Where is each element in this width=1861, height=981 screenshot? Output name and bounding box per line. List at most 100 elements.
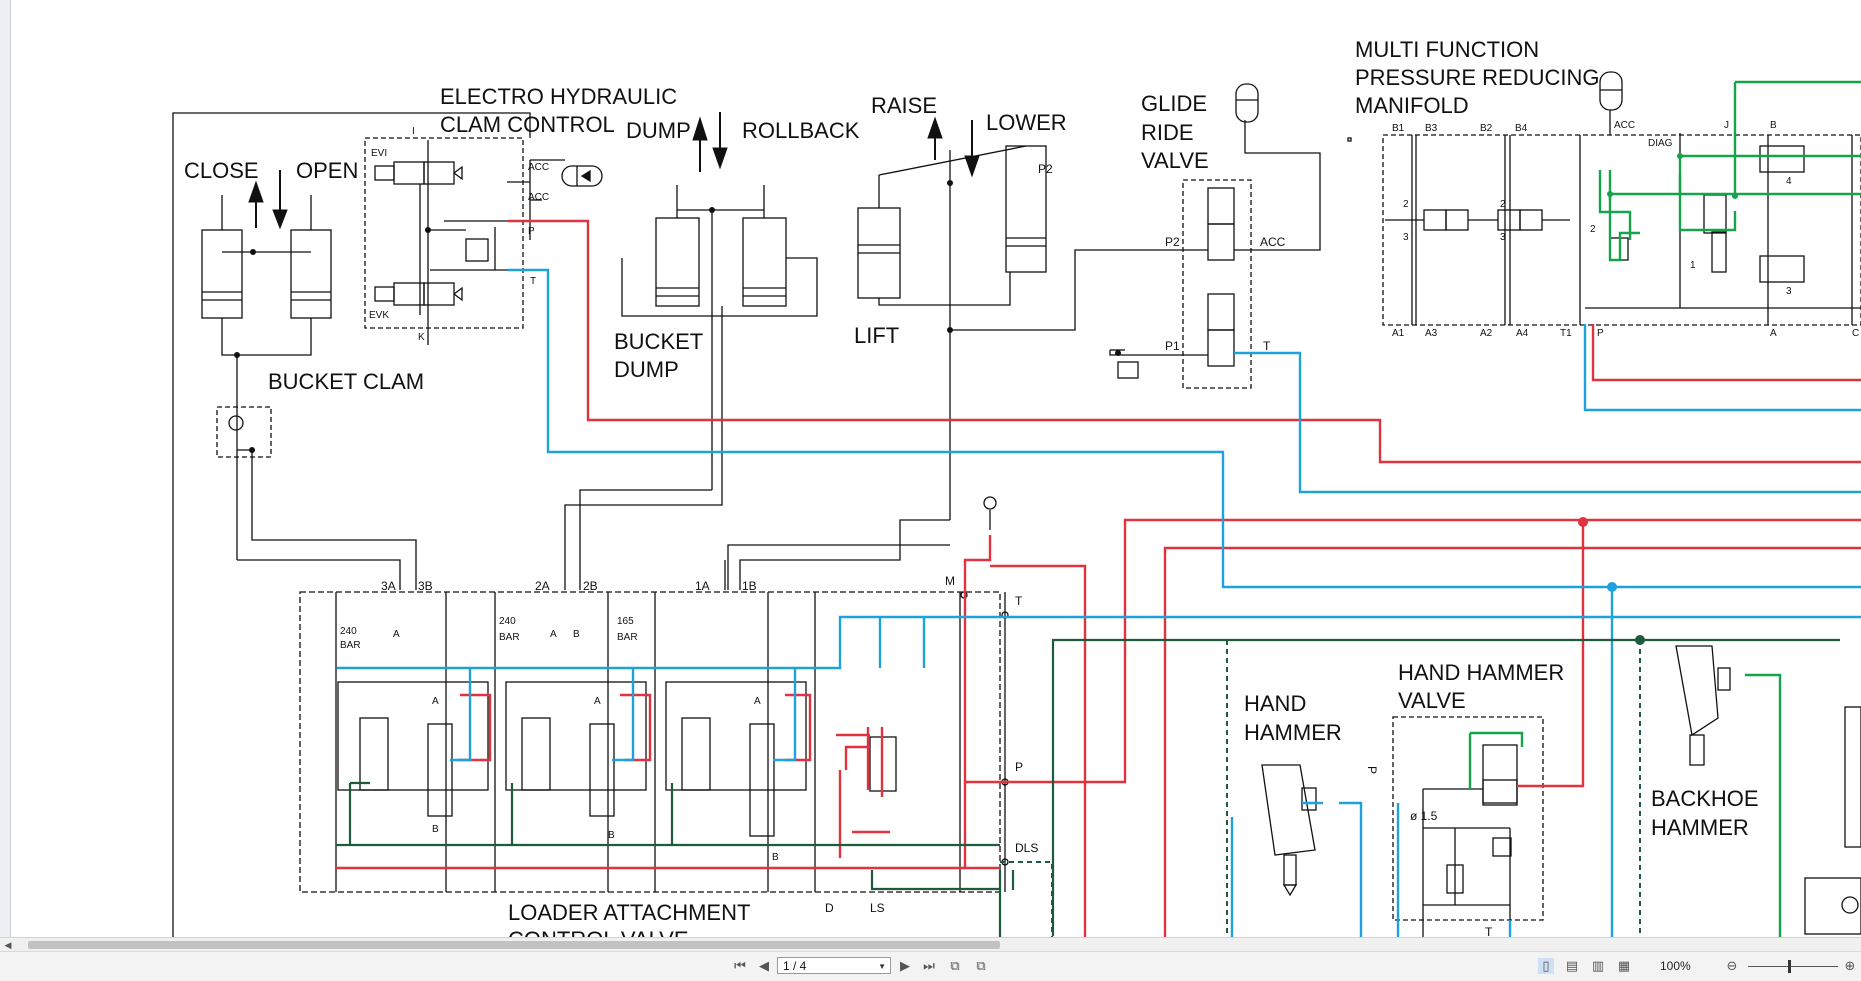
port-b3: B3 xyxy=(1425,123,1438,134)
tank-lines xyxy=(337,268,1861,937)
scrollbar-thumb[interactable] xyxy=(28,941,1000,949)
port-spool-1-a: A xyxy=(754,696,761,707)
orifice-1-5: ø 1.5 xyxy=(1410,809,1438,823)
port-relief-b2: B xyxy=(573,629,580,640)
port-n2b: 2 xyxy=(1403,199,1409,210)
port-n1: 1 xyxy=(1690,260,1696,271)
port-spool-3-b: B xyxy=(432,824,439,835)
port-m: M xyxy=(945,574,955,588)
port-spool-2-a: A xyxy=(594,696,601,707)
port-t: T xyxy=(530,276,536,287)
zoom-out-icon[interactable]: ⊖ xyxy=(1726,958,1738,973)
port-hh-t: T xyxy=(1485,925,1493,937)
port-2b: 2B xyxy=(583,579,598,593)
hydraulic-schematic: CLOSE OPEN BUCKET CLAM ELECTRO HYDRAULIC… xyxy=(172,37,1861,937)
label-bucket-dump: DUMP xyxy=(614,357,679,382)
two-page-continuous-icon[interactable]: ▦ xyxy=(1617,958,1631,973)
label-lower: LOWER xyxy=(986,110,1067,135)
port-relief-a: A xyxy=(393,629,400,640)
port-mf-acc: ACC xyxy=(1614,120,1635,131)
label-hand-hammer: HAND HAMMER xyxy=(1398,660,1564,685)
zoom-level[interactable]: 100% xyxy=(1660,959,1691,973)
port-n2: 2 xyxy=(1590,224,1596,235)
component-labels: CLOSE OPEN BUCKET CLAM ELECTRO HYDRAULIC… xyxy=(184,37,1759,937)
label-raise: RAISE xyxy=(871,93,937,118)
viewer-toolbar: ⏮ ◀ 1 / 4 ▼ ▶ ⏭ ⧉ ⧉ ▯ ▤ ▥ ▦ 100% ⊖ ⊕ xyxy=(0,951,1861,981)
label-ride: RIDE xyxy=(1141,120,1194,145)
single-page-view-icon[interactable]: ▯ xyxy=(1538,958,1554,974)
zoom-in-icon[interactable]: ⊕ xyxy=(1844,958,1856,973)
port-mf-c: C xyxy=(1852,328,1859,339)
port-labels: EVI EVK I K ACC ACC P T P2 P2 ACC P1 T B… xyxy=(340,120,1859,937)
port-t1: T1 xyxy=(1560,328,1572,339)
chevron-down-icon[interactable]: ▼ xyxy=(878,962,886,971)
black-lines xyxy=(172,71,1861,937)
rotate-icon[interactable]: ⧉ xyxy=(950,958,960,973)
left-panel-edge xyxy=(0,0,11,937)
port-n3b: 3 xyxy=(1403,232,1409,243)
port-i: I xyxy=(412,126,415,137)
port-glide-p1: P1 xyxy=(1165,339,1180,353)
label-hand-hammer-valve: VALVE xyxy=(1398,688,1466,713)
two-page-view-icon[interactable]: ▥ xyxy=(1591,958,1605,973)
port-relief-a2: A xyxy=(550,629,557,640)
page-number-input[interactable]: 1 / 4 ▼ xyxy=(777,957,891,974)
port-b4: B4 xyxy=(1515,123,1528,134)
pressure-lines xyxy=(336,219,1861,937)
copy-icon[interactable]: ⧉ xyxy=(976,958,986,973)
port-valve-t: T xyxy=(1015,594,1023,608)
port-n4: 4 xyxy=(1786,176,1792,187)
port-mf-a: A xyxy=(1770,328,1777,339)
label-glide: GLIDE xyxy=(1141,91,1207,116)
label-electro-hydraulic: ELECTRO HYDRAULIC xyxy=(440,84,677,109)
port-a1: A1 xyxy=(1392,328,1405,339)
port-spool-3-a: A xyxy=(432,696,439,707)
label-clam-control: CLAM CONTROL xyxy=(440,112,615,137)
label-lift: LIFT xyxy=(854,323,899,348)
port-3b: 3B xyxy=(418,579,433,593)
port-3a: 3A xyxy=(381,579,396,593)
port-a2: A2 xyxy=(1480,328,1493,339)
port-evi: EVI xyxy=(371,148,387,159)
port-d: D xyxy=(825,901,834,915)
relief-240-a: 240 xyxy=(340,626,357,637)
previous-page-icon[interactable]: ◀ xyxy=(759,958,769,973)
port-glide-acc: ACC xyxy=(1260,235,1286,249)
port-acc-1: ACC xyxy=(528,162,549,173)
zoom-slider[interactable] xyxy=(1748,966,1838,967)
port-n3c: 3 xyxy=(1500,232,1506,243)
port-valve-p: P xyxy=(1015,760,1023,774)
port-b2: B2 xyxy=(1480,123,1493,134)
label-valve: VALVE xyxy=(1141,148,1209,173)
label-hand: HAND xyxy=(1244,691,1306,716)
label-pressure-reducing: PRESSURE REDUCING xyxy=(1355,65,1599,90)
port-b1: B1 xyxy=(1392,123,1405,134)
port-k: K xyxy=(418,332,425,343)
port-1a: 1A xyxy=(695,579,710,593)
port-hh-p: P xyxy=(1365,766,1379,774)
first-page-icon[interactable]: ⏮ xyxy=(734,958,746,973)
port-dls: DLS xyxy=(1015,841,1038,855)
relief-240-b: 240 xyxy=(499,616,516,627)
port-a4: A4 xyxy=(1516,328,1529,339)
next-page-icon[interactable]: ▶ xyxy=(900,958,910,973)
port-glide-p2: P2 xyxy=(1165,235,1180,249)
scroll-left-icon[interactable]: ◀ xyxy=(4,940,12,950)
port-n3: 3 xyxy=(1786,286,1792,297)
continuous-view-icon[interactable]: ▤ xyxy=(1565,958,1579,973)
zoom-slider-thumb[interactable] xyxy=(1788,960,1791,973)
label-close: CLOSE xyxy=(184,158,259,183)
document-viewport[interactable]: CLOSE OPEN BUCKET CLAM ELECTRO HYDRAULIC… xyxy=(0,0,1861,937)
direction-arrows xyxy=(248,112,980,230)
port-mf-diag: DIAG xyxy=(1648,138,1673,149)
horizontal-scrollbar[interactable]: ◀ xyxy=(0,937,1861,952)
port-spool-2-b: B xyxy=(608,830,615,841)
port-p: P xyxy=(528,226,535,237)
label-backhoe-hammer: HAMMER xyxy=(1651,815,1749,840)
pilot-lines xyxy=(336,638,1840,937)
last-page-icon[interactable]: ⏭ xyxy=(923,958,935,973)
port-n2c: 2 xyxy=(1500,199,1506,210)
label-manifold: MANIFOLD xyxy=(1355,93,1469,118)
port-mf-j: J xyxy=(1724,120,1729,131)
port-mf-p: P xyxy=(1597,328,1604,339)
